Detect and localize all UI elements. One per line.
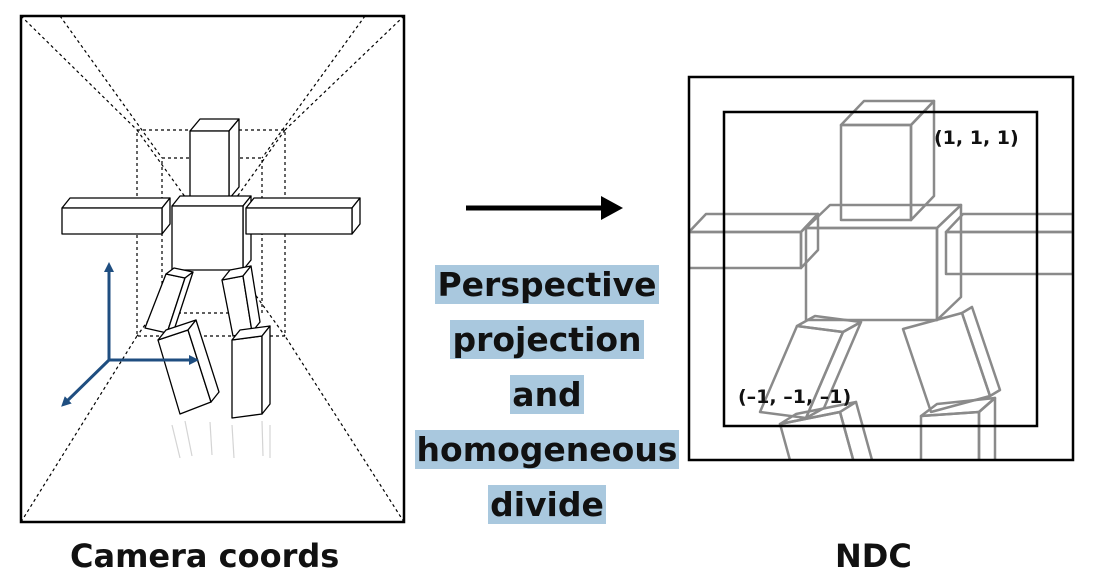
ndc-robot-figure — [689, 99, 1073, 460]
ndc-caption: NDC — [835, 537, 912, 575]
ndc-outer-frame — [687, 75, 1075, 462]
ndc-max-corner-label: (1, 1, 1) — [934, 127, 1019, 149]
transform-label-line-5: divide — [488, 485, 606, 524]
camera-robot-reflection — [171, 420, 271, 459]
z-axis-arrow — [61, 358, 111, 407]
camera-frustum-panel — [19, 14, 406, 524]
transform-label-line-1: Perspective — [435, 265, 659, 304]
ndc-min-corner-label: (–1, –1, –1) — [738, 386, 852, 408]
camera-axes — [61, 262, 199, 407]
camera-robot-figure — [61, 118, 361, 419]
ndc-panel — [687, 75, 1075, 462]
camera-coords-caption: Camera coords — [70, 537, 340, 575]
ndc-unit-cube-face — [722, 110, 1039, 428]
transform-label-line-2: projection — [450, 320, 644, 359]
transform-label-line-3: and — [510, 375, 584, 414]
transform-label: Perspective projection and homogeneous d… — [400, 262, 694, 537]
camera-panel-border — [19, 14, 406, 524]
transform-label-line-4: homogeneous — [414, 430, 680, 469]
